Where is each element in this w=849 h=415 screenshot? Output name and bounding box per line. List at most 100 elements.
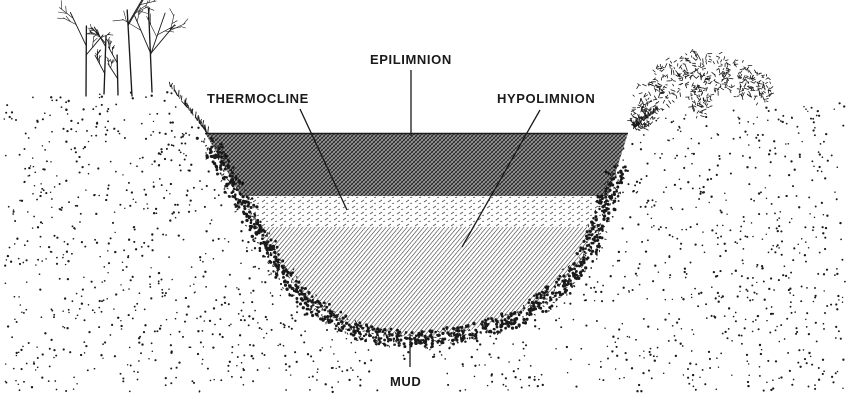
mud-speck	[529, 311, 531, 313]
ground-dot	[590, 267, 592, 269]
ground-dot	[95, 106, 97, 108]
ground-dot	[62, 326, 64, 328]
mud-speck	[389, 333, 391, 335]
ground-dot	[158, 280, 160, 282]
ground-dot	[79, 308, 81, 310]
ground-dot	[537, 385, 539, 387]
ground-dot	[173, 145, 175, 147]
ground-dot	[11, 118, 13, 120]
ground-dot	[657, 328, 659, 330]
mud-speck	[360, 325, 362, 327]
mud-speck	[556, 281, 558, 283]
ground-dot	[766, 308, 768, 310]
mud-speck	[431, 342, 433, 344]
ground-dot	[124, 119, 126, 121]
mud-speck	[384, 344, 386, 346]
mud-speck	[493, 332, 495, 334]
ground-dot	[763, 281, 765, 283]
ground-dot	[755, 137, 757, 139]
ground-dot	[813, 166, 815, 168]
ground-dot	[704, 251, 706, 253]
ground-dot	[138, 360, 140, 362]
ground-dot	[825, 133, 827, 135]
ground-dot	[283, 326, 285, 328]
ground-dot	[673, 120, 675, 122]
ground-dot	[170, 183, 172, 185]
mud-speck	[518, 314, 520, 316]
mud-speck	[563, 282, 565, 284]
ground-dot	[95, 135, 97, 137]
ground-dot	[669, 274, 671, 276]
ground-dot	[161, 184, 163, 186]
ground-dot	[92, 108, 94, 110]
ground-dot	[159, 132, 161, 134]
ground-dot	[73, 227, 75, 229]
mud-speck	[292, 288, 294, 290]
ground-dot	[692, 187, 694, 189]
ground-dot	[370, 359, 372, 361]
ground-dot	[220, 173, 222, 175]
ground-dot	[823, 370, 825, 372]
ground-dot	[5, 282, 7, 284]
ground-dot	[649, 354, 651, 356]
ground-dot	[160, 153, 162, 155]
ground-dot	[115, 293, 117, 295]
ground-dot	[150, 267, 151, 268]
mud-speck	[473, 322, 475, 324]
mud-speck	[555, 292, 557, 294]
mud-speck	[595, 216, 597, 218]
ground-dot	[132, 276, 134, 278]
ground-dot	[46, 160, 48, 162]
mud-speck	[234, 196, 236, 198]
ground-dot	[130, 365, 132, 367]
ground-dot	[684, 271, 686, 273]
ground-dot	[671, 121, 673, 123]
ground-dot	[346, 369, 348, 371]
ground-dot	[112, 222, 114, 224]
ground-dot	[127, 364, 128, 365]
ground-dot	[242, 368, 244, 370]
ground-dot	[213, 258, 215, 260]
ground-dot	[101, 300, 103, 302]
mud-speck	[231, 172, 233, 174]
ground-dot	[790, 272, 792, 274]
ground-dot	[257, 322, 258, 323]
ground-dot	[239, 334, 241, 336]
ground-dot	[699, 377, 701, 379]
mud-speck	[315, 313, 317, 315]
ground-dot	[724, 243, 726, 245]
ground-dot	[41, 376, 43, 378]
ground-dot	[169, 193, 170, 194]
ground-dot	[296, 311, 298, 313]
ground-dot	[264, 281, 266, 283]
ground-dot	[822, 156, 824, 158]
ground-dot	[53, 235, 55, 237]
ground-dot	[316, 379, 318, 381]
ground-dot	[785, 195, 787, 197]
mud-speck	[606, 203, 608, 205]
ground-dot	[191, 126, 193, 128]
ground-dot	[761, 349, 763, 351]
mud-speck	[605, 193, 607, 195]
ground-dot	[368, 370, 370, 372]
ground-dot	[67, 278, 69, 280]
ground-dot	[142, 157, 144, 159]
ground-dot	[726, 213, 727, 214]
mud-speck	[415, 342, 417, 344]
ground-dot	[186, 313, 188, 315]
ground-dot	[157, 227, 159, 229]
ground-dot	[801, 141, 802, 142]
ground-dot	[27, 211, 29, 213]
ground-dot	[124, 208, 125, 209]
ground-dot	[682, 345, 684, 347]
mud-speck	[267, 250, 268, 251]
ground-dot	[462, 363, 464, 365]
ground-dot	[718, 301, 720, 303]
ground-dot	[27, 240, 29, 242]
mud-speck	[371, 326, 373, 328]
ground-dot	[600, 361, 601, 362]
ground-dot	[94, 287, 96, 289]
mud-speck	[224, 176, 226, 178]
bush-stroke	[706, 107, 708, 108]
ground-dot	[194, 291, 196, 293]
